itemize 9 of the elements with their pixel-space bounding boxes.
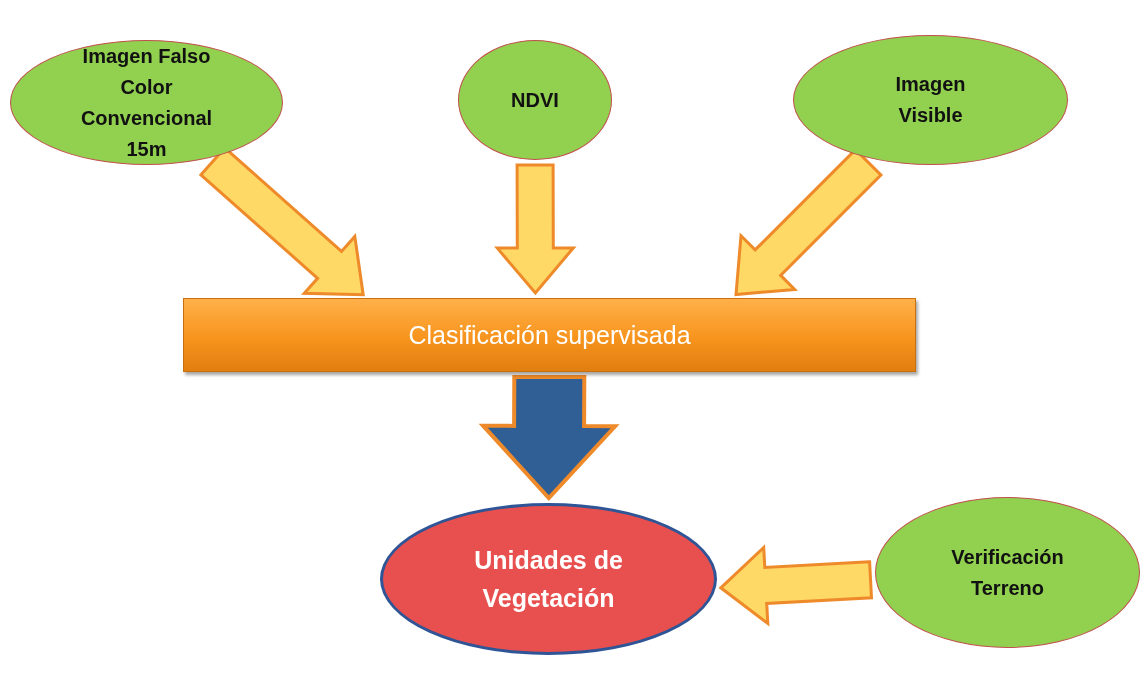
block-arrow [478,374,620,501]
node-label: Imagen Visible [894,72,967,128]
node-label: Verificación Terreno [950,544,1065,601]
process-bar [183,298,916,372]
block-arrow [494,163,577,296]
node-label: Imagen Falso Color Convencional 15m [79,43,214,162]
node-label: Clasificación supervisada [408,320,691,350]
node-label: NDVI [511,87,559,113]
node-label: Unidades de Vegetación [473,545,624,614]
